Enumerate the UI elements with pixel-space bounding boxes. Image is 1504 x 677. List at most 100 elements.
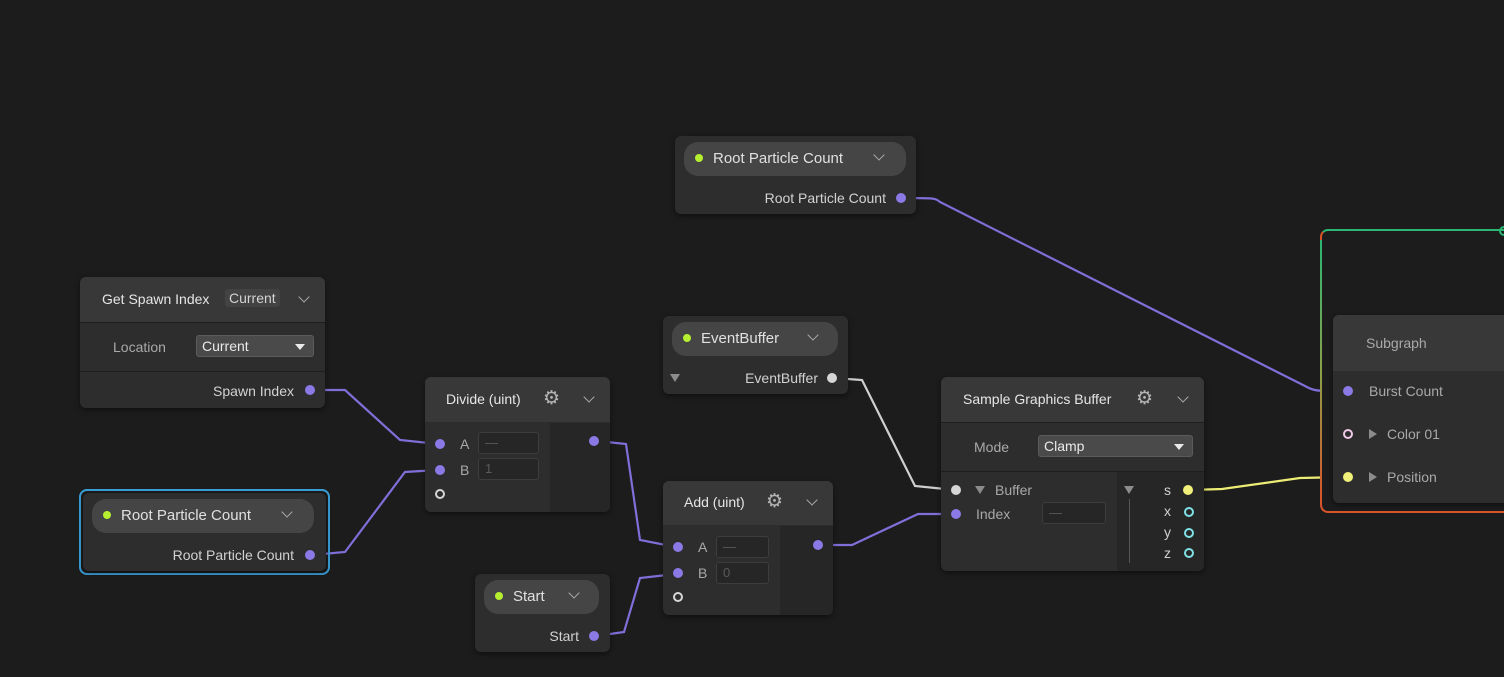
wire-root-count-to-burst bbox=[901, 196, 1331, 393]
output-port[interactable] bbox=[305, 550, 315, 560]
expand-triangle-icon[interactable] bbox=[1369, 429, 1377, 439]
input-port-b[interactable] bbox=[673, 568, 683, 578]
title-value-tag: Current bbox=[225, 289, 280, 307]
node-header[interactable]: Divide (uint) ⚙ bbox=[425, 377, 610, 422]
divide-uint-node[interactable]: Divide (uint) ⚙ A — B 1 bbox=[425, 377, 610, 512]
input-b-label: B bbox=[460, 462, 470, 478]
output-port-z[interactable] bbox=[1184, 548, 1194, 558]
input-port-b[interactable] bbox=[435, 465, 445, 475]
output-port[interactable] bbox=[813, 540, 823, 550]
output-column bbox=[780, 526, 833, 615]
chevron-down-icon[interactable] bbox=[1177, 391, 1189, 403]
output-label: Root Particle Count bbox=[764, 190, 886, 206]
location-label: Location bbox=[113, 339, 166, 355]
output-port-s[interactable] bbox=[1183, 485, 1193, 495]
mode-dropdown[interactable]: Clamp bbox=[1038, 435, 1193, 457]
chevron-down-icon[interactable] bbox=[806, 494, 818, 506]
input-port-a[interactable] bbox=[435, 439, 445, 449]
exposed-property-icon bbox=[683, 334, 691, 342]
input-port-a[interactable] bbox=[673, 542, 683, 552]
location-dropdown[interactable]: Current bbox=[196, 335, 314, 357]
chevron-down-icon[interactable] bbox=[873, 149, 885, 161]
input-a-field[interactable]: — bbox=[478, 432, 539, 454]
mode-label: Mode bbox=[974, 439, 1010, 455]
input-port-buffer[interactable] bbox=[951, 485, 961, 495]
output-label: EventBuffer bbox=[745, 370, 818, 386]
input-port-position[interactable] bbox=[1343, 472, 1353, 482]
sample-graphics-buffer-node[interactable]: Sample Graphics Buffer ⚙ Mode Clamp Buff… bbox=[941, 377, 1204, 571]
wire-eventbuffer-to-buffer bbox=[833, 376, 956, 492]
index-label: Index bbox=[976, 506, 1011, 522]
output-port[interactable] bbox=[589, 631, 599, 641]
burst-count-label: Burst Count bbox=[1369, 383, 1443, 399]
property-pill[interactable]: Root Particle Count bbox=[92, 499, 314, 533]
wire-spawn-index-to-a bbox=[312, 388, 439, 446]
chevron-down-icon[interactable] bbox=[583, 391, 595, 403]
input-port-burst-count[interactable] bbox=[1343, 386, 1353, 396]
node-header[interactable]: Add (uint) ⚙ bbox=[663, 481, 833, 525]
node-header[interactable]: Sample Graphics Buffer ⚙ bbox=[941, 377, 1204, 422]
exposed-property-icon bbox=[495, 592, 503, 600]
property-pill[interactable]: EventBuffer bbox=[672, 322, 838, 356]
output-x-label: x bbox=[1164, 503, 1171, 519]
selection-outline bbox=[79, 489, 330, 575]
output-label: Spawn Index bbox=[213, 383, 294, 399]
property-pill[interactable]: Root Particle Count bbox=[684, 142, 906, 176]
exposed-property-icon bbox=[103, 511, 111, 519]
expand-triangle-icon[interactable] bbox=[1124, 486, 1134, 494]
chevron-down-icon[interactable] bbox=[807, 329, 819, 341]
property-label: Root Particle Count bbox=[121, 507, 252, 524]
expand-triangle-icon[interactable] bbox=[1369, 472, 1377, 482]
property-pill[interactable]: Start bbox=[484, 580, 599, 614]
exposed-property-icon bbox=[695, 154, 703, 162]
output-label: Root Particle Count bbox=[172, 547, 294, 563]
output-port-y[interactable] bbox=[1184, 528, 1194, 538]
expand-triangle-icon[interactable] bbox=[670, 374, 680, 382]
expand-triangle-icon[interactable] bbox=[975, 486, 985, 494]
output-port-x[interactable] bbox=[1184, 507, 1194, 517]
gear-icon[interactable]: ⚙ bbox=[766, 491, 784, 512]
location-value: Current bbox=[202, 338, 249, 354]
output-port[interactable] bbox=[305, 385, 315, 395]
input-b-label: B bbox=[698, 565, 708, 581]
root-particle-count-node-top[interactable]: Root Particle Count Root Particle Count bbox=[675, 136, 916, 214]
input-a-field[interactable]: — bbox=[716, 536, 769, 558]
output-port[interactable] bbox=[827, 373, 837, 383]
position-label: Position bbox=[1387, 469, 1437, 485]
node-title: Get Spawn Index bbox=[102, 291, 210, 307]
chevron-down-icon[interactable] bbox=[298, 291, 310, 303]
chevron-down-icon[interactable] bbox=[568, 587, 580, 599]
output-s-label: s bbox=[1164, 482, 1171, 498]
add-input-port[interactable] bbox=[435, 489, 445, 499]
wire-add-to-index bbox=[820, 512, 955, 547]
eventbuffer-node[interactable]: EventBuffer EventBuffer bbox=[663, 316, 848, 394]
block-title: Subgraph bbox=[1366, 335, 1427, 351]
input-b-field[interactable]: 0 bbox=[716, 562, 769, 584]
buffer-label: Buffer bbox=[995, 482, 1033, 498]
output-y-label: y bbox=[1164, 524, 1171, 540]
node-title: Add (uint) bbox=[684, 494, 745, 510]
index-field[interactable]: — bbox=[1042, 502, 1106, 524]
start-node[interactable]: Start Start bbox=[475, 574, 610, 652]
add-input-port[interactable] bbox=[673, 592, 683, 602]
node-header[interactable]: Get Spawn Index Current bbox=[80, 277, 325, 322]
output-port[interactable] bbox=[896, 193, 906, 203]
block-header[interactable]: Subgraph bbox=[1333, 315, 1504, 371]
gear-icon[interactable]: ⚙ bbox=[543, 388, 561, 409]
property-label: Start bbox=[513, 588, 545, 605]
context-flow-port[interactable] bbox=[1499, 226, 1504, 236]
dropdown-arrow-icon bbox=[295, 344, 305, 350]
input-port-index[interactable] bbox=[951, 509, 961, 519]
input-port-color[interactable] bbox=[1343, 429, 1353, 439]
property-label: EventBuffer bbox=[701, 330, 780, 347]
dropdown-arrow-icon bbox=[1174, 444, 1184, 450]
add-uint-node[interactable]: Add (uint) ⚙ A — B 0 bbox=[663, 481, 833, 615]
get-spawn-index-node[interactable]: Get Spawn Index Current Location Current… bbox=[80, 277, 325, 408]
subgraph-block[interactable]: Subgraph Burst Count Color 01 Position bbox=[1333, 315, 1504, 503]
gear-icon[interactable]: ⚙ bbox=[1136, 388, 1154, 409]
root-particle-count-node-left[interactable]: Root Particle Count Root Particle Count bbox=[83, 493, 326, 571]
color-label: Color 01 bbox=[1387, 426, 1440, 442]
output-port[interactable] bbox=[589, 436, 599, 446]
input-b-field[interactable]: 1 bbox=[478, 458, 539, 480]
chevron-down-icon[interactable] bbox=[281, 506, 293, 518]
